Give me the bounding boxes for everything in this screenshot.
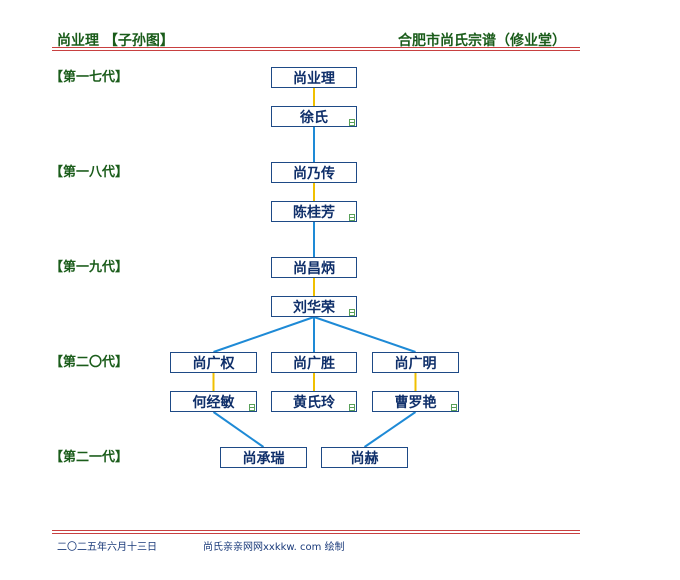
genealogy-name: 合肥市尚氏宗谱（修业堂） xyxy=(398,33,566,49)
chart-title: 尚业理 【子孙图】 xyxy=(57,33,174,49)
person-node[interactable]: 尚业理 xyxy=(271,67,357,88)
spouse-node[interactable]: 刘华荣 xyxy=(271,296,357,317)
person-node[interactable]: 尚乃传 xyxy=(271,162,357,183)
person-name: 尚广胜 xyxy=(293,355,335,372)
person-name: 尚广明 xyxy=(394,355,437,372)
parent-child-link xyxy=(212,411,265,448)
footer-date: 二〇二五年六月十三日 xyxy=(57,542,157,553)
parent-child-link xyxy=(313,316,416,353)
spouse-node[interactable]: 黄氏玲 xyxy=(271,391,357,412)
person-name: 尚赫 xyxy=(350,450,379,467)
person-name: 尚广权 xyxy=(192,355,235,372)
spouse-marker-icon xyxy=(249,404,255,411)
spouse-marker-icon xyxy=(451,404,457,411)
header-rule-bottom xyxy=(52,50,580,51)
spouse-node[interactable]: 徐氏 xyxy=(271,106,357,127)
person-node[interactable]: 尚广明 xyxy=(372,352,459,373)
spouse-marker-icon xyxy=(349,214,355,221)
person-node[interactable]: 尚昌炳 xyxy=(271,257,357,278)
person-name: 尚昌炳 xyxy=(293,260,335,277)
generation-label-18: 【第一八代】 xyxy=(50,165,129,180)
header-rule-top xyxy=(52,47,580,48)
generation-label-20: 【第二〇代】 xyxy=(50,355,129,370)
person-node[interactable]: 尚赫 xyxy=(321,447,408,468)
person-name: 曹罗艳 xyxy=(394,394,437,411)
person-node[interactable]: 尚承瑞 xyxy=(220,447,307,468)
footer-rule-bottom xyxy=(52,533,580,534)
spouse-marker-icon xyxy=(349,309,355,316)
parent-child-link xyxy=(213,316,315,353)
person-name: 何经敏 xyxy=(192,394,235,411)
person-name: 黄氏玲 xyxy=(293,394,335,411)
footer-rule-top xyxy=(52,530,580,531)
spouse-marker-icon xyxy=(349,119,355,126)
spouse-node[interactable]: 曹罗艳 xyxy=(372,391,459,412)
person-name: 尚承瑞 xyxy=(242,450,285,467)
spouse-node[interactable]: 陈桂芳 xyxy=(271,201,357,222)
person-name: 尚业理 xyxy=(293,70,335,87)
spouse-marker-icon xyxy=(349,404,355,411)
person-name: 徐氏 xyxy=(300,109,328,126)
person-node[interactable]: 尚广权 xyxy=(170,352,257,373)
generation-label-21: 【第二一代】 xyxy=(50,450,129,465)
person-name: 尚乃传 xyxy=(293,165,335,182)
generation-label-17: 【第一七代】 xyxy=(50,70,129,85)
person-name: 刘华荣 xyxy=(293,299,335,316)
person-node[interactable]: 尚广胜 xyxy=(271,352,357,373)
parent-child-link xyxy=(363,411,417,448)
spouse-node[interactable]: 何经敏 xyxy=(170,391,257,412)
generation-label-19: 【第一九代】 xyxy=(50,260,129,275)
person-name: 陈桂芳 xyxy=(293,204,335,221)
footer-credit: 尚氏亲亲网网xxkkw. com 绘制 xyxy=(203,542,345,553)
